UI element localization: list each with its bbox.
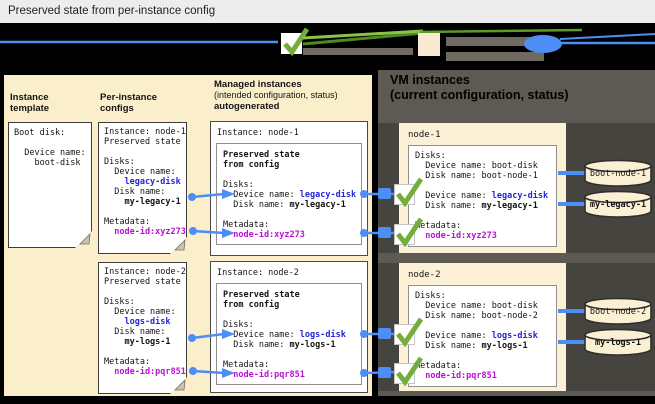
- page-title: Preserved state from per-instance config: [0, 0, 655, 23]
- legend-green-line: [419, 28, 583, 34]
- applied-check-node-1-metadata: [394, 217, 424, 248]
- green-checkmark-icon: [396, 217, 424, 248]
- green-checkmark-icon: [396, 356, 424, 387]
- preserved-state-box-node-2: Preserved state from config Disks: Devic…: [216, 283, 362, 385]
- disk-cylinder-icon: [584, 297, 652, 325]
- preserved-state-box-node-1: Preserved state from config Disks: Devic…: [216, 143, 362, 245]
- legend-gray-bar-1: [303, 48, 413, 55]
- per-instance-config-node-2: Instance: node-2 Preserved state Disks: …: [98, 262, 187, 394]
- disk-cylinder-icon: [584, 159, 652, 187]
- column-header-managed-instances: Managed instances (intended configuratio…: [214, 79, 338, 112]
- legend-strip: [0, 27, 655, 61]
- applied-check-node-1-disk: [394, 177, 424, 208]
- right-panel-title: VM instances (current configuration, sta…: [390, 73, 569, 102]
- disk-cylinder-icon: [584, 328, 652, 356]
- green-checkmark-icon: [396, 317, 424, 348]
- applied-check-node-2-disk: [394, 317, 424, 348]
- legend-disk-icon: [524, 35, 562, 53]
- legend-preserved-state-square: [418, 33, 440, 56]
- per-instance-config-node-1: Instance: node-1 Preserved state Disks: …: [98, 122, 187, 254]
- instance-template-box: Boot disk: Device name: boot-disk: [8, 122, 92, 248]
- disk-my-legacy-1: my-legacy-1: [583, 189, 653, 219]
- applied-check-node-2-metadata: [394, 356, 424, 387]
- legend-gray-bar-2: [446, 37, 544, 46]
- folded-corner-icon: [75, 231, 92, 248]
- folded-corner-icon: [170, 237, 187, 254]
- legend-green-arrow-dark: [302, 31, 424, 46]
- vm-detail-box-node-2: Disks: Device name: boot-disk Disk name:…: [408, 285, 557, 387]
- column-header-instance-template: Instance template: [10, 92, 50, 114]
- green-checkmark-icon: [396, 177, 424, 208]
- folded-corner-icon: [170, 377, 187, 394]
- disk-boot-node-2: boot-node-2: [583, 296, 653, 326]
- legend-gray-bar-3: [446, 52, 544, 61]
- legend-checkmark-icon: [283, 27, 310, 57]
- disk-boot-node-1: boot-node-1: [583, 158, 653, 188]
- disk-my-logs-1: my-logs-1: [583, 327, 653, 357]
- column-header-per-instance-configs: Per-instance configs: [100, 92, 158, 114]
- vm-detail-box-node-1: Disks: Device name: boot-disk Disk name:…: [408, 145, 557, 247]
- legend-blue-diag: [559, 33, 655, 40]
- disk-cylinder-icon: [584, 190, 652, 218]
- legend-green-arrow-light: [302, 29, 424, 40]
